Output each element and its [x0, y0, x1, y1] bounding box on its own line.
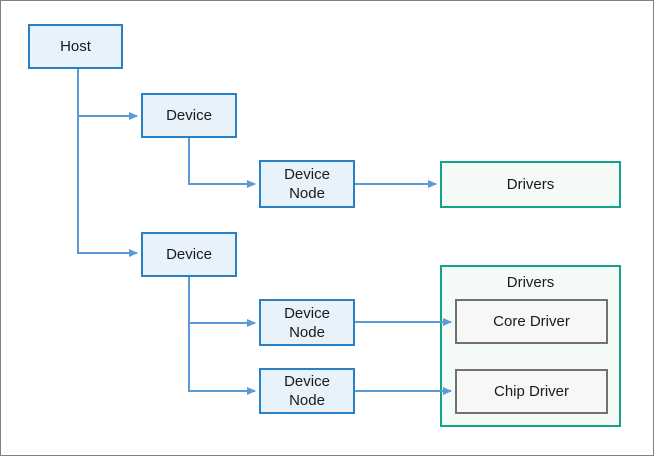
node-drivers-single: Drivers — [440, 161, 621, 208]
node-host: Host — [28, 24, 123, 69]
node-host-label: Host — [60, 38, 91, 55]
node-device-node-2-label: Device Node — [284, 304, 330, 341]
node-device-node-1-label: Device Node — [284, 166, 330, 202]
node-core-driver: Core Driver — [455, 299, 608, 344]
group-drivers-label: Drivers — [506, 274, 555, 291]
node-device-node-3: Device Node — [259, 368, 355, 414]
node-device-1: Device — [141, 93, 237, 138]
edge-host-to-device-1 — [77, 69, 138, 120]
node-device-node-2: Device Node — [259, 299, 355, 346]
node-core-driver-label: Core Driver — [493, 313, 570, 330]
edge-device-2-to-device-node-2 — [188, 277, 256, 327]
node-drivers-single-label: Drivers — [506, 176, 555, 193]
edge-host-to-device-2 — [77, 116, 138, 257]
node-device-node-1: Device Node — [259, 160, 355, 208]
edge-device-1-to-device-node-1 — [188, 138, 256, 188]
node-chip-driver: Chip Driver — [455, 369, 608, 414]
edge-device-2-to-device-node-3 — [188, 323, 256, 395]
node-chip-driver-label: Chip Driver — [493, 383, 569, 400]
node-device-node-3-label: Device Node — [284, 373, 330, 409]
node-device-1-label: Device — [166, 107, 212, 124]
node-device-2: Device — [141, 232, 237, 277]
node-device-2-label: Device — [166, 246, 212, 263]
